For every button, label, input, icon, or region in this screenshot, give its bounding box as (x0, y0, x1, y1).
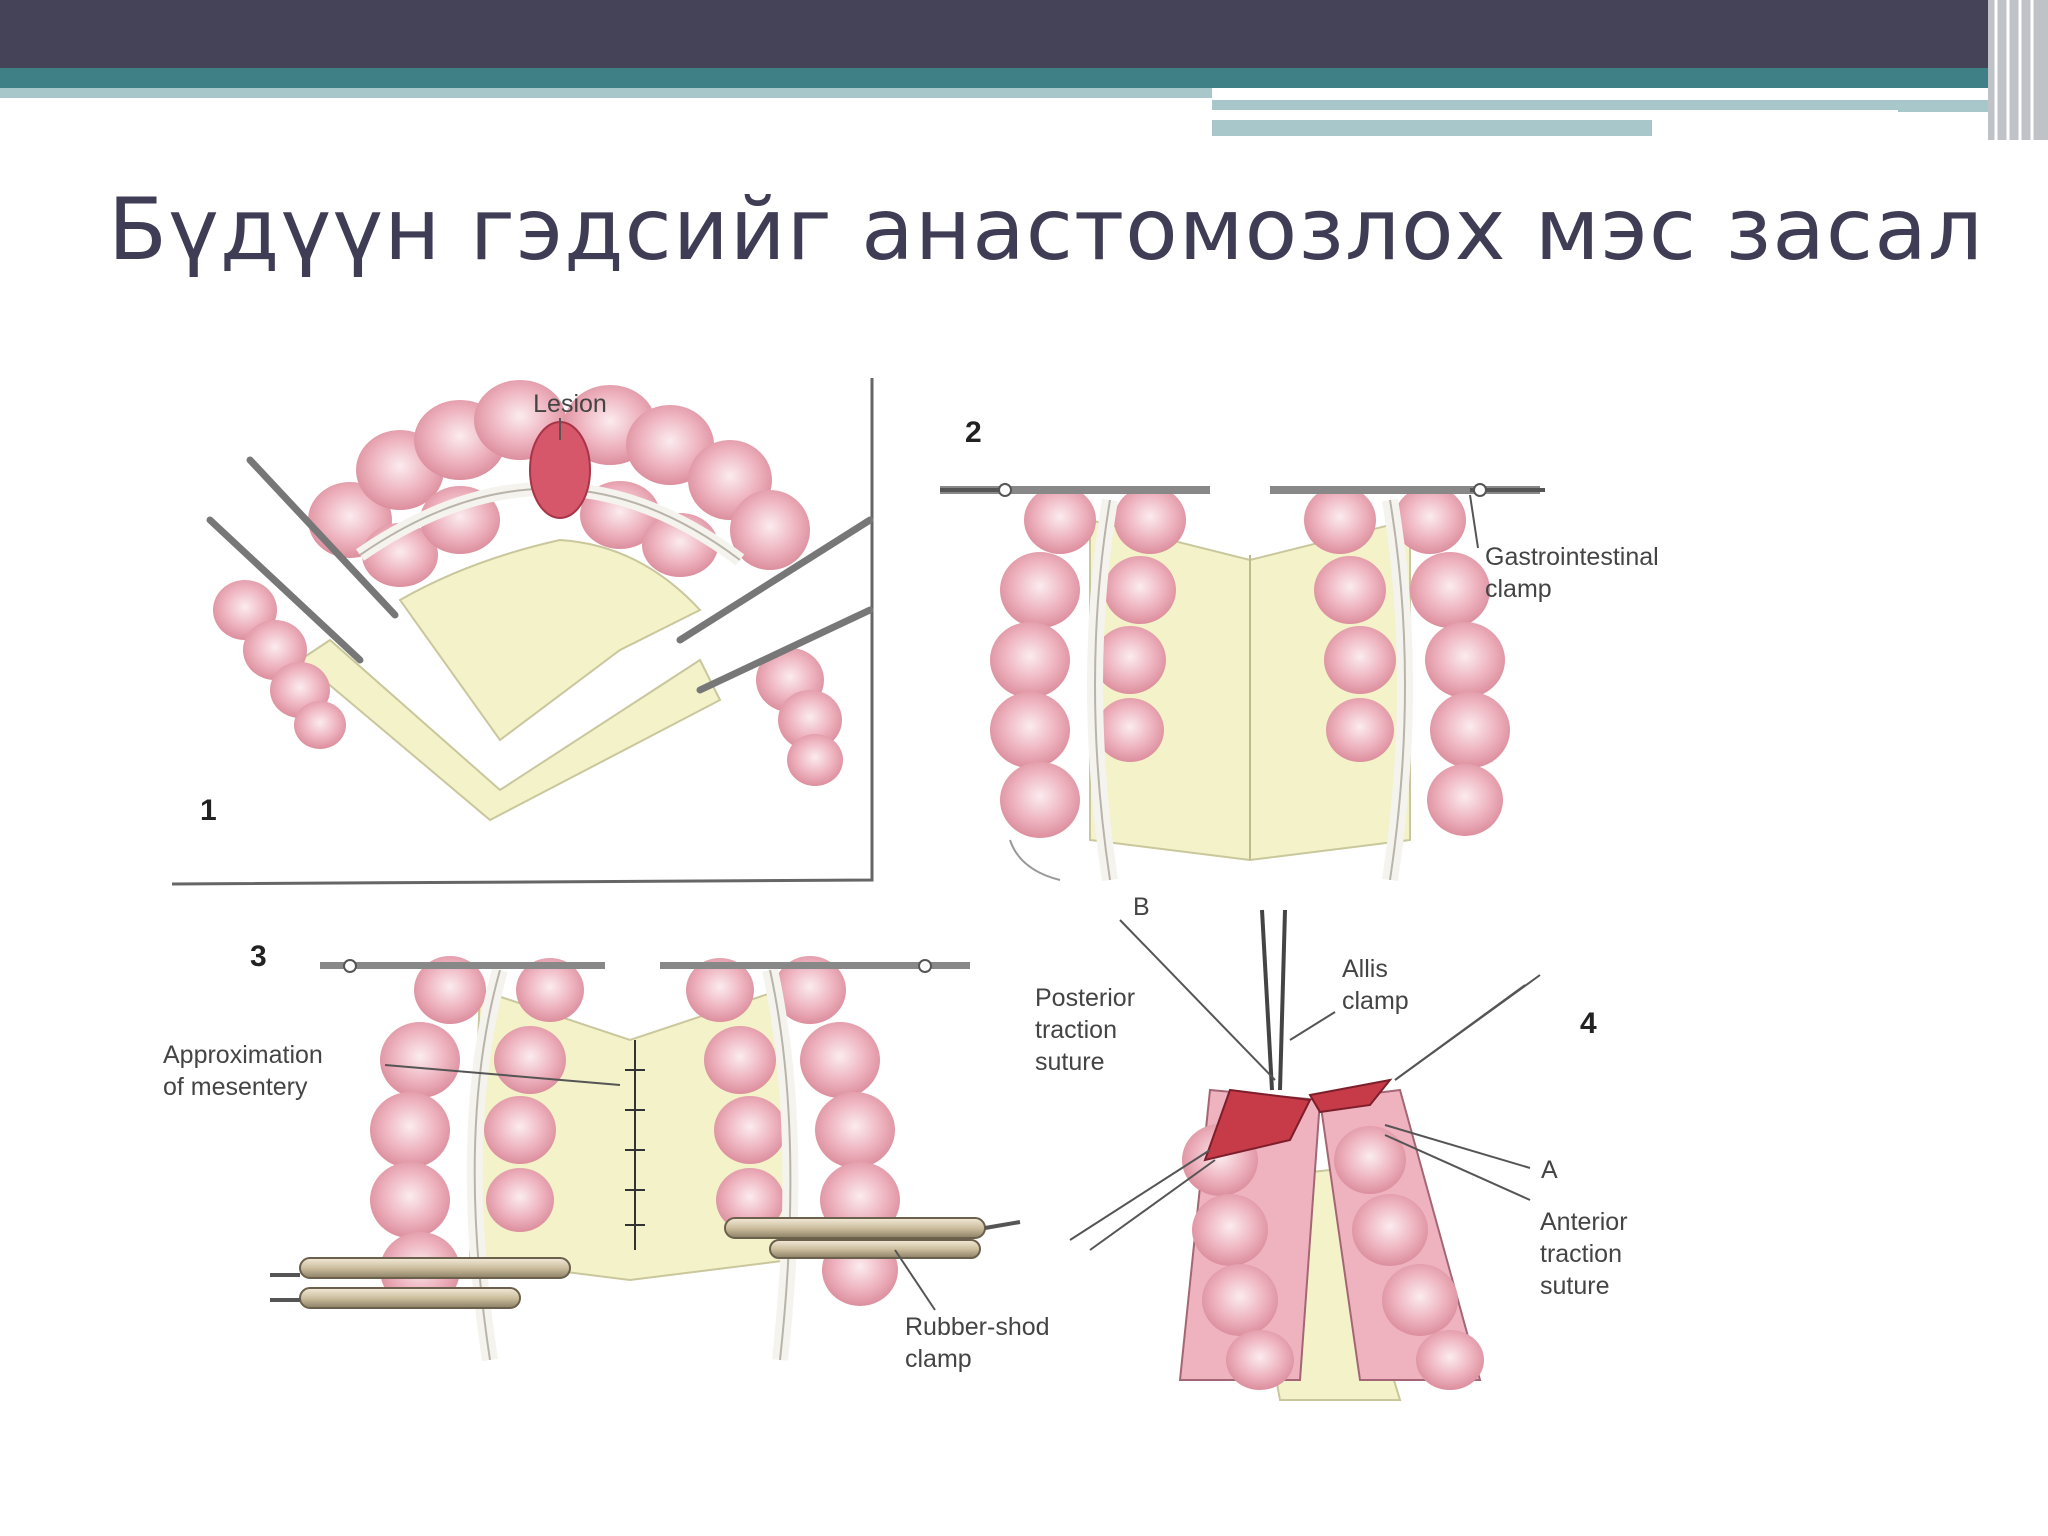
rubber-shod-clamp-left (270, 1257, 571, 1309)
panel-1-mesentery (398, 538, 702, 742)
approximation-sutures (625, 1040, 645, 1250)
gastrointestinal-clamp-leader (1469, 494, 1479, 549)
header-light-strip-bottom (1212, 120, 1652, 136)
header-white-line (1212, 110, 1898, 115)
posterior-traction-label-1: Posterior (1035, 984, 1135, 1012)
panel-1: Lesion 1 (171, 378, 874, 886)
rubber-shod-label-1: Rubber-shod (905, 1313, 1050, 1341)
lesion-label: Lesion (533, 390, 607, 418)
panel-4-open-lumen-left (1203, 1088, 1312, 1162)
slide-header-bars (0, 0, 2048, 140)
gastrointestinal-clamp-label-1: Gastrointestinal (1485, 543, 1659, 571)
panel-3-bowel-right (686, 956, 900, 1361)
panel-3-bowel-left (370, 956, 584, 1362)
allis-clamp (1260, 909, 1287, 1091)
panel-3-number: 3 (250, 940, 267, 973)
panel-4-bowel-right (1318, 1088, 1484, 1390)
header-dark-bar (0, 0, 2048, 68)
panel-2-bowel-left (990, 486, 1186, 882)
point-a-label: A (1541, 1156, 1558, 1184)
posterior-traction-label-2: traction (1035, 1016, 1117, 1044)
panel-4-bowel-left (1178, 1088, 1322, 1390)
panel-3: 3 (163, 940, 1050, 1373)
panel-1-clamps (206, 456, 874, 694)
slide-title: Бүдүүн гэдсийг анастомозлох мэс засал (108, 180, 1984, 280)
panel-4: 4 Allis clamp (1035, 893, 1628, 1401)
panel-2-bowel-right (1304, 486, 1510, 882)
rubber-shod-label-2: clamp (905, 1345, 972, 1373)
colon-anastomosis-illustration: Lesion 1 2 (163, 378, 1659, 1401)
rubber-shod-leader (894, 1249, 936, 1311)
mesentery-approx-label-1: Approximation (163, 1041, 323, 1069)
panel-2-number: 2 (965, 416, 982, 449)
gastrointestinal-clamp-right (1270, 483, 1545, 497)
anterior-traction-label-1: Anterior (1540, 1208, 1628, 1236)
header-light-strip-right (1212, 100, 2048, 112)
header-teal-bar (0, 68, 2048, 88)
panel-1-bowel-left (213, 580, 346, 749)
mesentery-approx-leader (384, 1064, 621, 1086)
panel-2: 2 (940, 416, 1659, 882)
traction-sutures (1069, 919, 1541, 1251)
allis-leader (1289, 1011, 1336, 1041)
gastrointestinal-clamp-label-2: clamp (1485, 575, 1552, 603)
allis-clamp-label-2: clamp (1342, 987, 1409, 1015)
panel-1-frame (171, 378, 874, 886)
panel-1-bowel-right (756, 648, 843, 786)
header-light-strip (0, 88, 1212, 98)
gastrointestinal-clamp-left (940, 483, 1210, 497)
header-right-edge (1988, 0, 2048, 140)
allis-clamp-label-1: Allis (1342, 955, 1388, 983)
panel-4-open-lumen-right (1308, 1078, 1393, 1114)
panel-1-mesentery-lower (298, 638, 722, 822)
anterior-traction-label-2: traction (1540, 1240, 1622, 1268)
panel-1-bowel-arc (308, 380, 810, 587)
panel-1-number: 1 (200, 794, 217, 827)
header-right-edge-lines (1994, 0, 2034, 140)
panel-3-top-clamps (320, 959, 970, 973)
point-b-label: B (1133, 893, 1150, 921)
panel-4-number: 4 (1580, 1007, 1597, 1040)
anterior-traction-label-3: suture (1540, 1272, 1609, 1300)
posterior-traction-label-3: suture (1035, 1048, 1104, 1076)
mesentery-approx-label-2: of mesentery (163, 1073, 308, 1101)
rubber-shod-clamp-right (724, 1217, 1021, 1259)
